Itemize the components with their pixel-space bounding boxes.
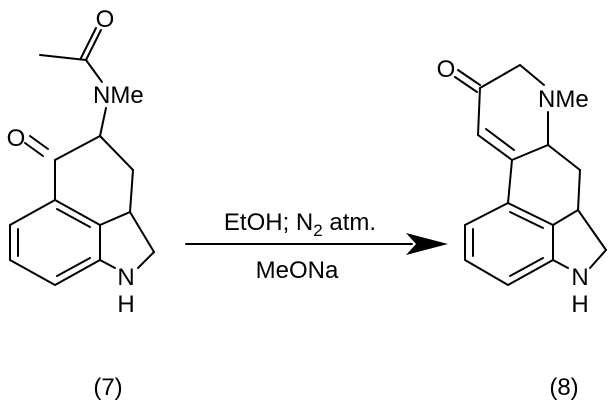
alkene-ch-bond [511, 144, 549, 161]
product-benzene-bond-3 [507, 259, 554, 286]
n-aromatic-bond [552, 259, 569, 269]
benzene-bond-1 [54, 199, 101, 226]
acetyl-carbonyl-bond-1 [85, 29, 102, 61]
benzene-bond-4 [9, 259, 56, 286]
ch-aromatic-bond [552, 209, 579, 226]
product-compound-label: (8) [549, 374, 578, 401]
conditions-above-arrow: EtOH; N2 atm. [224, 209, 376, 240]
product-ketone-oxygen: O [437, 56, 456, 83]
benzene-inner-bond-1 [56, 208, 91, 228]
ch-ch2n-bond [129, 211, 155, 253]
reaction-arrow-head [406, 233, 448, 255]
ch2-ch-bond [577, 169, 581, 211]
ch-co-bond [54, 135, 101, 161]
benzene-bond-6 [9, 199, 56, 226]
product-benzene-inner-2 [509, 257, 544, 277]
acetyl-n-bond [85, 59, 103, 83]
co-ch2-bond [479, 64, 521, 89]
ch-aromatic-bond [99, 211, 131, 226]
product-benzene-bond-4 [464, 259, 509, 286]
product-ketone-double-bond-2 [454, 76, 478, 93]
ch-ch2-bond [547, 144, 581, 171]
acetyl-carbonyl-bond-2 [80, 27, 97, 59]
product-ketone-double-bond-1 [457, 69, 481, 86]
product-benzene-inner-1 [509, 211, 544, 229]
acetyl-methyl-bond [39, 54, 87, 61]
product-amine-label: NMe [538, 86, 589, 113]
product-structure: O NMe N H [437, 56, 607, 318]
product-indole-hydrogen: H [571, 291, 588, 318]
product-benzene-bond-6 [464, 202, 509, 226]
product-indole-nitrogen: N [571, 264, 588, 291]
alkene-bond-2 [485, 128, 515, 151]
co-ch-bond [477, 87, 481, 136]
benzene-bond-3 [54, 259, 101, 286]
ketone-double-bond-1 [29, 135, 49, 150]
ch2-n-bond [137, 251, 155, 269]
reactant-indole-hydrogen: H [117, 291, 134, 318]
alkene-bond-1 [477, 134, 513, 161]
conditions-below-arrow: MeONa [256, 257, 339, 284]
reactant-acetyl-oxygen: O [96, 6, 115, 33]
ch2-ch-bond [129, 169, 134, 213]
reactant-compound-label: (7) [93, 374, 122, 401]
reactant-structure: O NMe O N H [7, 6, 155, 318]
n-aromatic-bond [99, 259, 116, 269]
reactant-amine-label: NMe [93, 82, 144, 109]
n-ch-bond [99, 107, 107, 137]
ch-ch2-bond [99, 135, 134, 171]
ketone-double-bond-2 [24, 142, 44, 157]
ch2-n-bond-2 [589, 249, 607, 269]
alkene-aromatic-bond [507, 159, 513, 204]
ch-ch2n-bond [577, 209, 607, 251]
reaction-arrow-group: EtOH; N2 atm. MeONa [185, 209, 448, 284]
benzene-inner-bond-2 [56, 257, 91, 277]
reactant-ketone-oxygen: O [7, 125, 26, 152]
reactant-indole-nitrogen: N [117, 264, 134, 291]
ch2-n-bond [519, 64, 545, 86]
product-benzene-bond-1 [507, 202, 554, 226]
